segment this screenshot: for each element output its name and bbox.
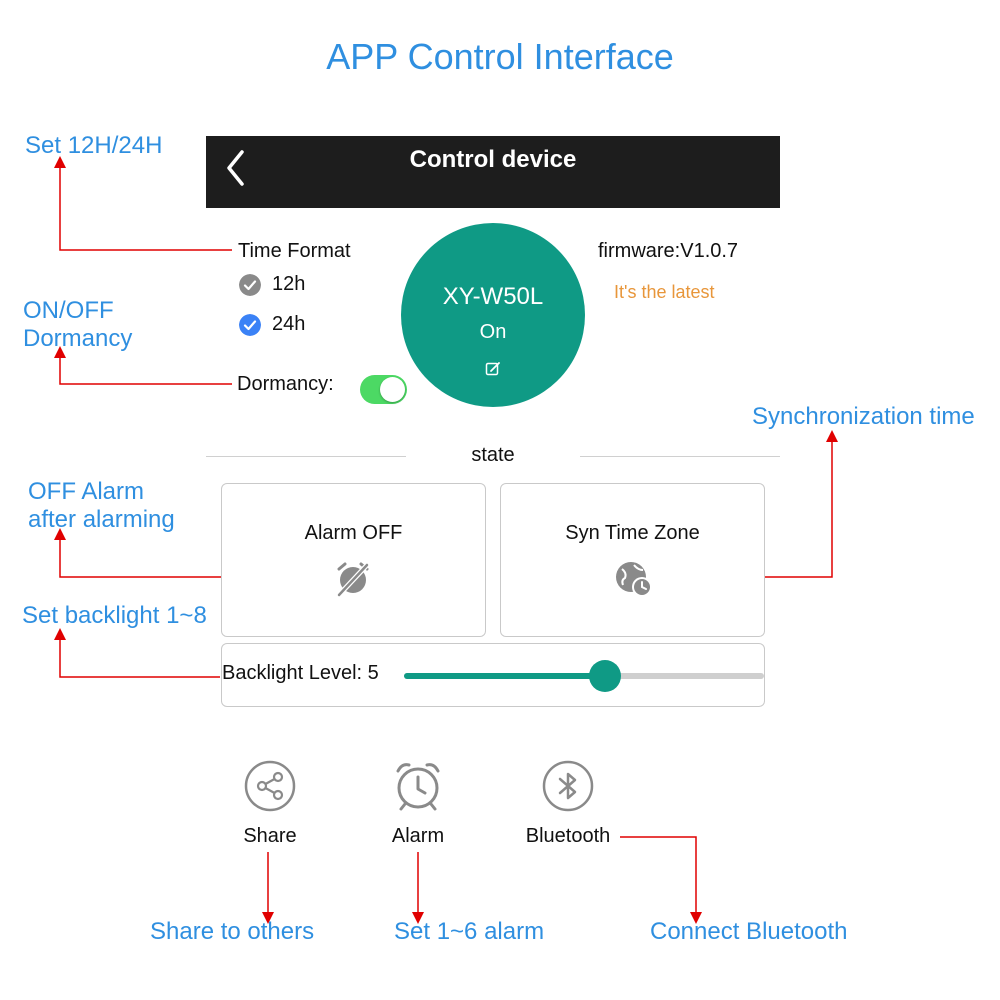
annotation-set-backlight: Set backlight 1~8	[22, 602, 207, 629]
divider-left	[206, 456, 406, 457]
chevron-left-icon	[227, 150, 244, 186]
annotation-after-alarming: after alarming	[28, 506, 175, 533]
share-icon	[244, 760, 296, 812]
arrow-dormancy	[54, 346, 232, 385]
edit-icon	[485, 362, 500, 376]
arrow-backlight	[54, 628, 220, 678]
toggle-knob	[380, 377, 405, 402]
annotation-dormancy: Dormancy	[23, 325, 133, 352]
arrow-bluetooth	[620, 836, 702, 924]
check-circle-icon	[239, 314, 261, 336]
dormancy-label: Dormancy:	[237, 373, 334, 395]
time-format-24h-label: 24h	[272, 313, 306, 335]
slider-thumb[interactable]	[588, 660, 621, 692]
alarm-clock-icon	[396, 763, 440, 811]
annotation-on-off: ON/OFF	[23, 297, 114, 324]
arrow-set-12h-24h	[54, 156, 232, 251]
alarm-off-label: Alarm OFF	[304, 522, 403, 544]
state-label: state	[471, 444, 515, 466]
alarm-label: Alarm	[391, 825, 445, 847]
bluetooth-button[interactable]: Bluetooth	[516, 759, 620, 854]
bluetooth-icon	[542, 760, 594, 812]
bluetooth-label: Bluetooth	[525, 825, 611, 847]
share-button[interactable]: Share	[232, 759, 308, 854]
device-name: XY-W50L	[442, 283, 544, 310]
firmware-status: It's the latest	[614, 282, 715, 302]
edit-device-button[interactable]	[485, 361, 501, 377]
page-title: APP Control Interface	[326, 36, 674, 77]
share-label: Share	[243, 825, 297, 847]
time-format-12h-label: 12h	[272, 273, 306, 295]
annotation-off-alarm: OFF Alarm	[28, 478, 145, 505]
annotation-share-to-others: Share to others	[150, 918, 315, 945]
backlight-label: Backlight Level: 5	[222, 662, 379, 684]
slider-track-fill	[404, 673, 605, 679]
sync-time-zone-button[interactable]: Syn Time Zone	[500, 483, 765, 637]
annotation-set-12h-24h: Set 12H/24H	[25, 132, 163, 159]
time-format-option-24h[interactable]: 24h	[239, 313, 359, 339]
firmware-version: firmware:V1.0.7	[598, 240, 739, 262]
alarm-button[interactable]: Alarm	[380, 759, 456, 854]
device-power-status: On	[479, 321, 507, 343]
annotation-set-alarm: Set 1~6 alarm	[394, 918, 545, 945]
time-format-option-12h[interactable]: 12h	[239, 273, 359, 299]
device-status-circle: XY-W50L On	[401, 223, 585, 407]
back-button[interactable]	[220, 146, 250, 186]
alarm-off-icon	[337, 562, 369, 597]
globe-clock-icon	[616, 562, 652, 597]
divider-right	[580, 456, 780, 457]
time-format-label: Time Format	[238, 240, 351, 262]
annotation-connect-bluetooth: Connect Bluetooth	[650, 918, 848, 945]
annotation-sync-time: Synchronization time	[752, 403, 975, 430]
alarm-off-button[interactable]: Alarm OFF	[221, 483, 486, 637]
sync-time-zone-label: Syn Time Zone	[565, 522, 700, 544]
dormancy-toggle[interactable]	[360, 375, 407, 404]
header-bar: Control device	[206, 136, 780, 208]
backlight-slider[interactable]	[404, 659, 764, 693]
header-title: Control device	[409, 146, 577, 173]
check-circle-icon	[239, 274, 261, 296]
